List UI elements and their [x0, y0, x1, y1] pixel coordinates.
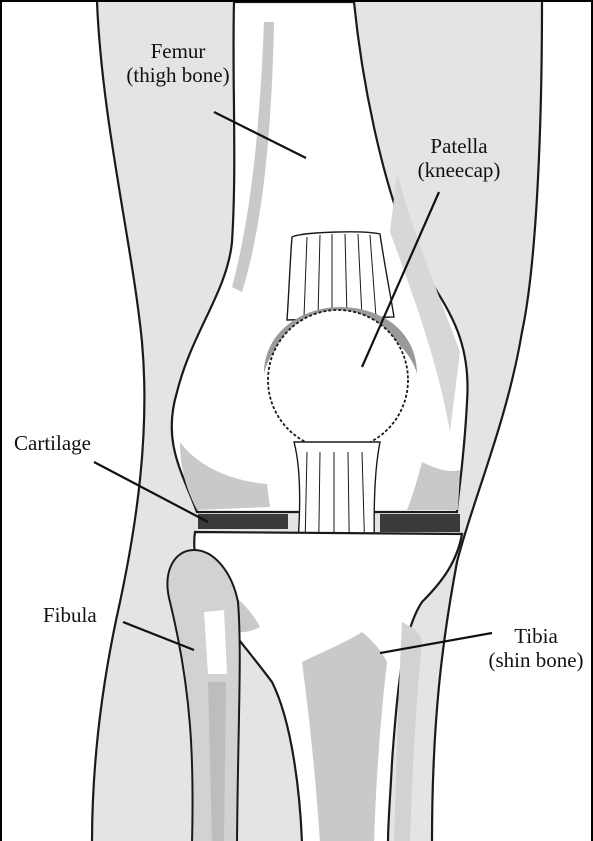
cartilage-band-left [198, 514, 288, 529]
tibia-label: Tibia (shin bone) [480, 624, 592, 672]
femur-label-line1: Femur [118, 39, 238, 63]
fibula-label: Fibula [43, 603, 97, 627]
patella-label-line1: Patella [404, 134, 514, 158]
tibia-label-line2: (shin bone) [480, 648, 592, 672]
fibula-label-line1: Fibula [43, 603, 97, 627]
tibia-label-line1: Tibia [480, 624, 592, 648]
patella-bone [268, 310, 408, 450]
quad-tendon [287, 232, 394, 320]
patella-label-line2: (kneecap) [404, 158, 514, 182]
cartilage-label-line1: Cartilage [14, 431, 91, 455]
femur-label-line2: (thigh bone) [118, 63, 238, 87]
cartilage-band-right [380, 514, 460, 532]
fibula-highlight [204, 610, 227, 674]
cartilage-label: Cartilage [14, 431, 91, 455]
patella-label: Patella (kneecap) [404, 134, 514, 182]
femur-label: Femur (thigh bone) [118, 39, 238, 87]
